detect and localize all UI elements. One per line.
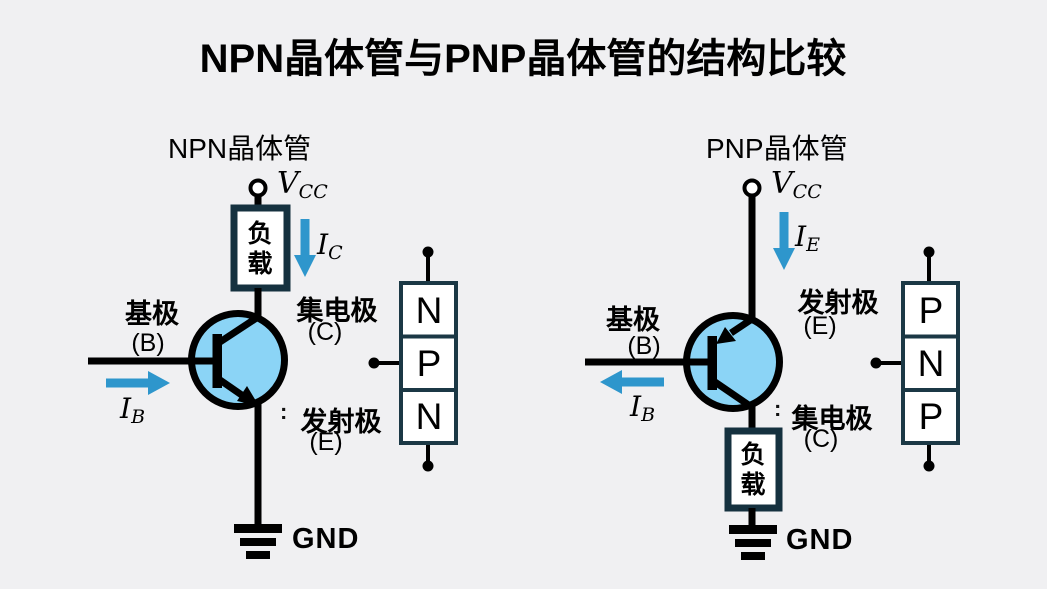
npn-emitter-pin: (E) bbox=[309, 428, 343, 456]
pnp-emitter-pin: (E) bbox=[803, 312, 837, 340]
npn-load-label: 负载 bbox=[247, 220, 273, 278]
pnp-vcc-label: VCC bbox=[771, 166, 822, 203]
npn-vcc-label: VCC bbox=[277, 166, 328, 203]
pnp-layer-1: P bbox=[918, 290, 944, 331]
pnp-heading: PNP晶体管 bbox=[706, 133, 848, 164]
pnp-layer-3: P bbox=[918, 396, 944, 437]
pnp-base-current-label: IB bbox=[630, 390, 656, 426]
pnp-emitter-current-arrow-icon bbox=[773, 212, 795, 270]
pnp-collector-pin: (C) bbox=[803, 425, 839, 453]
pnp-gnd-label: GND bbox=[786, 524, 854, 556]
npn-layer-stack bbox=[368, 246, 458, 472]
pnp-base-pin: (B) bbox=[627, 332, 661, 360]
pnp-layer-2: N bbox=[917, 343, 945, 384]
pnp-vcc-terminal-icon bbox=[742, 178, 762, 198]
npn-collector-current-label: IC bbox=[317, 228, 343, 264]
npn-layer-2: P bbox=[416, 343, 442, 384]
pnp-load-label: 负载 bbox=[740, 441, 766, 499]
npn-collector-current-arrow-icon bbox=[294, 219, 316, 277]
npn-layer-1: N bbox=[415, 290, 443, 331]
npn-emitter-colon: : bbox=[280, 399, 288, 424]
page-title: NPN晶体管与PNP晶体管的结构比较 bbox=[199, 37, 847, 81]
pnp-collector-colon: : bbox=[774, 396, 782, 421]
npn-base-current-arrow-icon bbox=[106, 371, 170, 395]
npn-base-current-label: IB bbox=[120, 392, 146, 428]
npn-base-label: 基极 bbox=[125, 299, 179, 329]
npn-emitter-label: 发射极 bbox=[300, 407, 382, 437]
npn-circuit bbox=[88, 178, 316, 559]
pnp-emitter-label: 发射极 bbox=[797, 288, 879, 318]
pnp-base-current-arrow-icon bbox=[600, 370, 664, 394]
pnp-emitter-current-label: IE bbox=[795, 220, 820, 256]
npn-collector-pin: (C) bbox=[307, 318, 343, 346]
npn-gnd-label: GND bbox=[292, 523, 360, 555]
npn-heading: NPN晶体管 bbox=[168, 133, 312, 164]
pnp-emitter-arrow-icon bbox=[716, 327, 736, 344]
npn-collector-label: 集电极 bbox=[296, 296, 378, 326]
npn-vcc-terminal-icon bbox=[248, 178, 268, 198]
npn-load-box bbox=[230, 204, 291, 292]
pnp-collector-label: 集电极 bbox=[791, 404, 873, 434]
pnp-base-label: 基极 bbox=[606, 305, 660, 335]
npn-emitter-arrow-icon bbox=[237, 386, 259, 406]
npn-ground-icon bbox=[234, 524, 282, 559]
pnp-circuit bbox=[585, 178, 795, 560]
pnp-layer-stack bbox=[870, 246, 960, 472]
npn-base-pin: (B) bbox=[131, 329, 165, 357]
pnp-ground-icon bbox=[729, 525, 777, 560]
npn-layer-3: N bbox=[415, 396, 443, 437]
